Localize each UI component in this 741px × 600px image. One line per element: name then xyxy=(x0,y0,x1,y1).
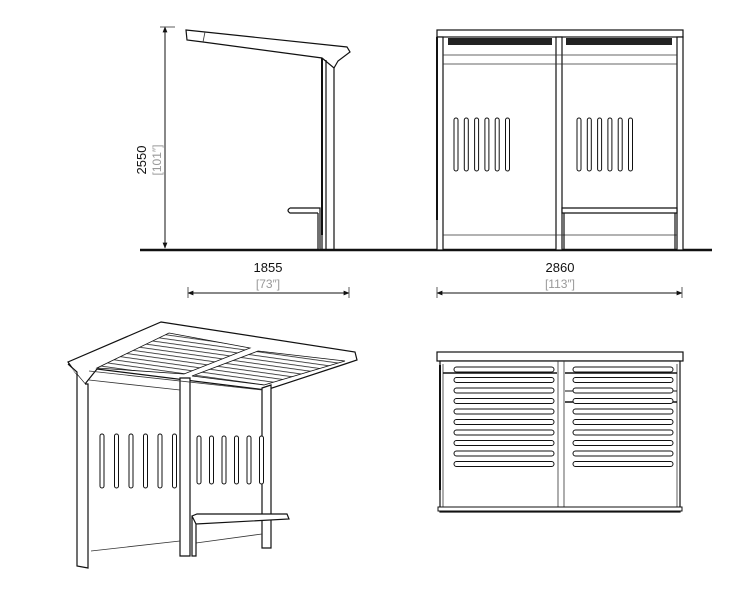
plan-slot xyxy=(572,366,674,373)
plan-view xyxy=(436,351,684,513)
depth-dimension-mm: 1855 xyxy=(254,260,283,275)
perspective-slot xyxy=(172,433,177,489)
plan-slot xyxy=(572,450,674,457)
front-slot xyxy=(597,117,603,172)
plan-slot xyxy=(453,377,555,383)
perspective-slot xyxy=(99,433,105,489)
side-view: 2550 [101″] xyxy=(134,26,351,250)
plan-slot xyxy=(572,429,674,436)
perspective-slot xyxy=(221,435,227,485)
perspective-slot xyxy=(246,435,252,485)
depth-dimension: 1855 [73″] xyxy=(187,260,350,298)
perspective-slot xyxy=(259,435,264,485)
plan-slot xyxy=(572,398,674,404)
plan-slot xyxy=(453,450,555,457)
side-roof xyxy=(185,29,351,69)
plan-slot xyxy=(453,440,555,446)
front-view xyxy=(436,29,684,251)
front-bench xyxy=(561,207,678,250)
front-slot xyxy=(576,117,582,172)
perspective-slot xyxy=(114,433,119,489)
front-slot xyxy=(453,117,459,172)
front-slot xyxy=(484,117,490,172)
depth-dimension-inch: [73″] xyxy=(256,277,280,291)
width-dimension: 2860 [113″] xyxy=(436,260,683,298)
plan-slot xyxy=(453,429,555,436)
side-post xyxy=(321,58,335,250)
front-slot xyxy=(607,117,613,172)
plan-slot xyxy=(453,461,555,467)
plan-slot xyxy=(453,387,555,394)
plan-slot xyxy=(572,419,674,425)
plan-slot xyxy=(453,419,555,425)
perspective-slot xyxy=(209,435,214,485)
height-dimension-mm: 2550 xyxy=(134,146,149,175)
perspective-slot xyxy=(196,435,202,485)
perspective-slot xyxy=(157,433,163,489)
perspective-bench xyxy=(191,513,290,557)
front-slot xyxy=(463,117,469,172)
front-slot xyxy=(474,117,480,172)
front-slot xyxy=(494,117,500,172)
perspective-slot xyxy=(128,433,134,489)
plan-slot xyxy=(453,408,555,415)
front-slot xyxy=(505,117,510,172)
plan-slot xyxy=(453,398,555,404)
height-dimension-inch: [101″] xyxy=(150,145,164,176)
front-slot xyxy=(586,117,592,172)
perspective-view xyxy=(67,321,358,569)
plan-slot xyxy=(572,387,674,394)
width-dimension-inch: [113″] xyxy=(545,277,575,291)
perspective-slot xyxy=(143,433,148,489)
perspective-slot xyxy=(234,435,239,485)
side-bench xyxy=(287,207,321,250)
front-slot xyxy=(628,117,633,172)
plan-slot xyxy=(572,377,674,383)
plan-slot xyxy=(453,366,555,373)
plan-slot xyxy=(572,408,674,415)
width-dimension-mm: 2860 xyxy=(546,260,575,275)
front-slot xyxy=(617,117,623,172)
plan-slot xyxy=(572,461,674,467)
plan-slot xyxy=(572,440,674,446)
